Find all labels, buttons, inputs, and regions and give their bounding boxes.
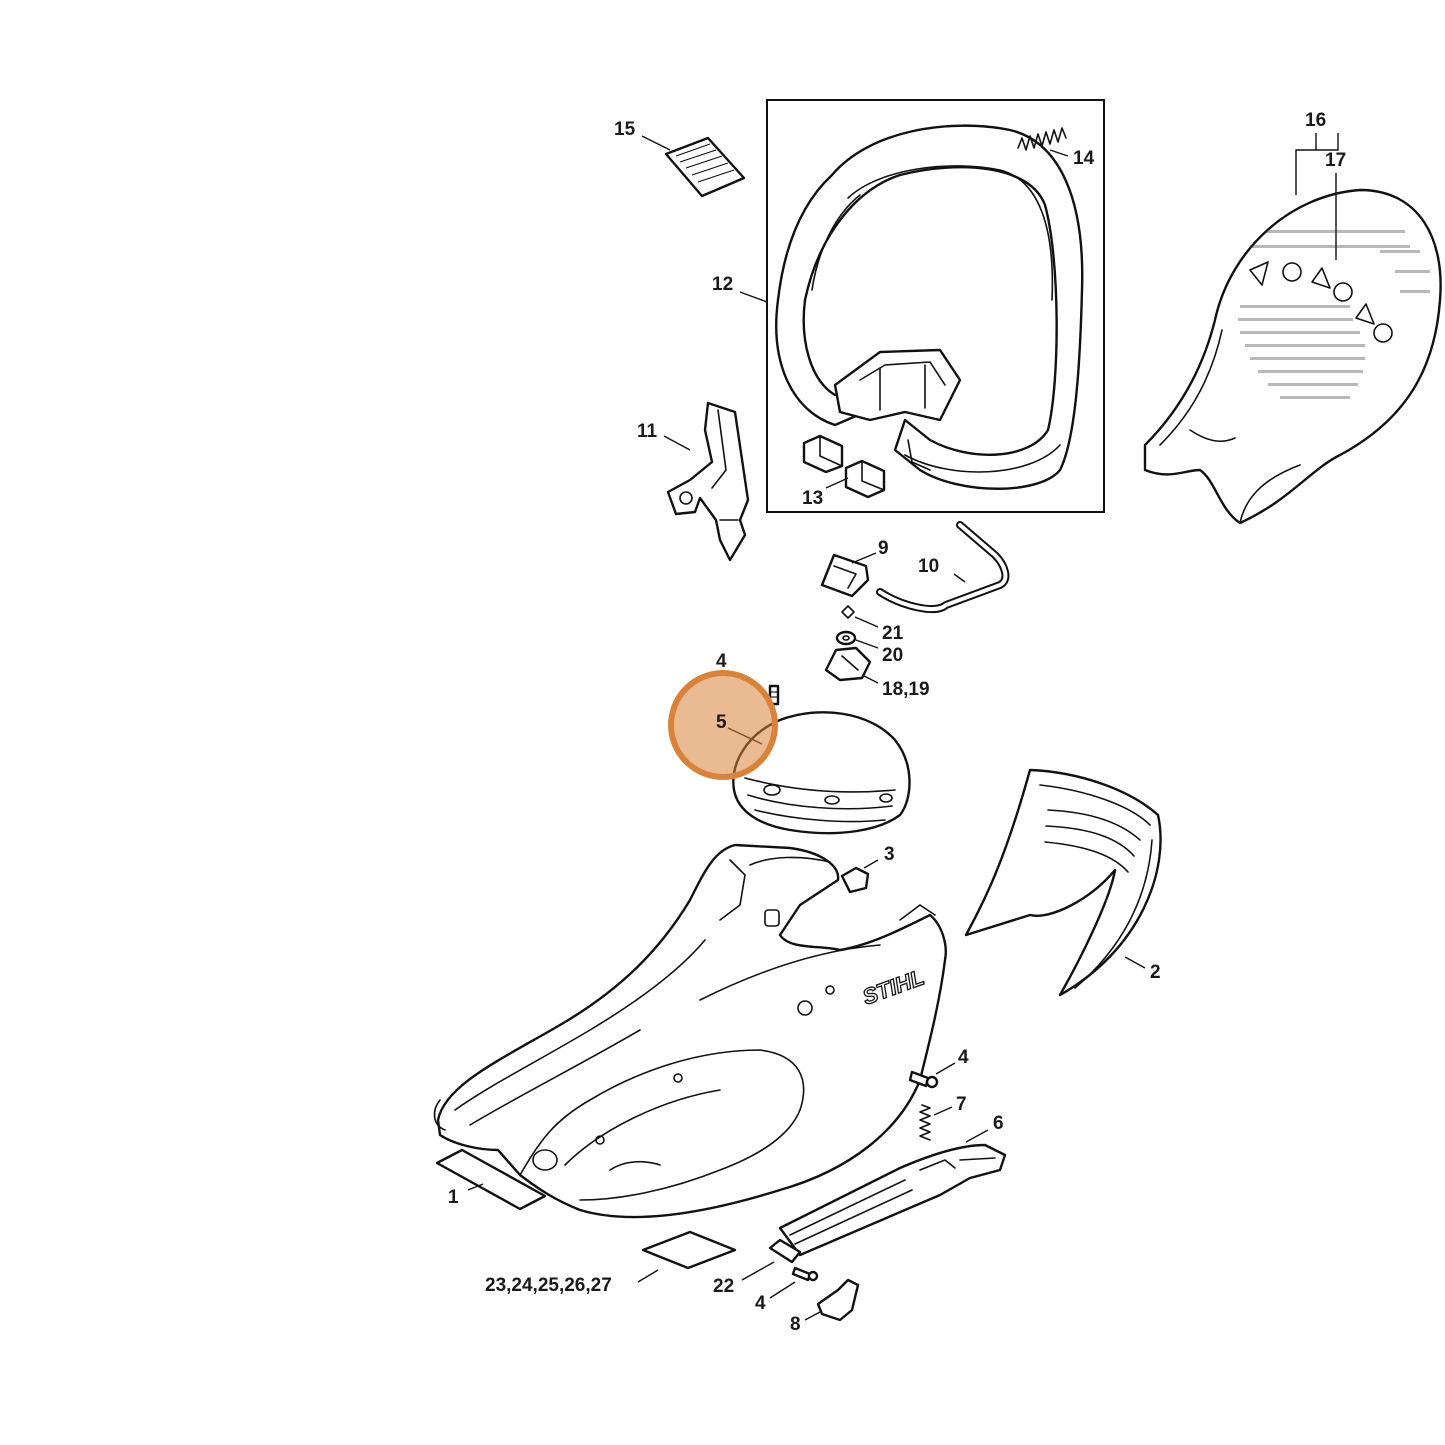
callout-1: 1: [448, 1187, 459, 1208]
label-plate-23-27: [641, 1230, 737, 1270]
callout-18-19: 18,19: [882, 679, 930, 700]
part-12-front-handle: [775, 124, 1084, 490]
callout-5-highlight: [668, 670, 778, 780]
handle-assembly-box: [766, 99, 1105, 513]
callout-5: 5: [716, 712, 727, 733]
vent-dot-pattern: [1238, 230, 1430, 399]
part-2-rear-cover: [964, 768, 1162, 997]
callout-20: 20: [882, 645, 903, 666]
callout-10: 10: [918, 556, 939, 577]
part-4-screw-top: [768, 684, 780, 706]
callout-9: 9: [878, 538, 889, 559]
callout-22: 22: [713, 1276, 734, 1297]
callout-4-top: 4: [716, 651, 727, 672]
callout-14: 14: [1073, 148, 1095, 169]
part-21-clip: [841, 605, 855, 619]
callout-12: 12: [712, 274, 733, 295]
part-10-wire-bar: [876, 521, 1010, 613]
callout-15: 15: [614, 119, 636, 140]
leader-lines: [467, 133, 1339, 1321]
callout-2: 2: [1150, 962, 1161, 983]
part-22-bearing: [768, 1238, 802, 1264]
callout-8: 8: [790, 1314, 801, 1335]
part-11-bracket: [666, 401, 750, 562]
callout-7: 7: [956, 1094, 967, 1115]
part-15-label-plate: [664, 136, 746, 198]
callout-11: 11: [637, 421, 658, 442]
part-7-spring: [919, 1104, 931, 1141]
callout-16: 16: [1305, 110, 1326, 131]
callout-21: 21: [882, 623, 904, 644]
part-18-19-knob: [824, 646, 872, 682]
part-20-washer: [835, 630, 857, 646]
part-4-screw-mid: [908, 1070, 939, 1089]
callout-13: 13: [802, 488, 823, 509]
callout-23-27: 23,24,25,26,27: [485, 1275, 612, 1296]
part-8-lock-button: [816, 1278, 860, 1322]
callout-4-mid: 4: [958, 1047, 969, 1068]
part-3-knob: [840, 866, 870, 894]
part-17-warning-label: [1238, 230, 1430, 399]
part-13-dampers: [802, 434, 886, 499]
callout-3: 3: [884, 844, 895, 865]
label-plate-1: [435, 1148, 547, 1211]
part-14-spring: [1017, 127, 1067, 151]
part-1-main-housing: STIHL: [433, 843, 947, 1219]
part-4-screw-bottom: [791, 1266, 819, 1282]
part-9-latch: [820, 553, 870, 598]
part-16-cover-shroud: [1143, 188, 1442, 525]
callout-6: 6: [993, 1113, 1004, 1134]
callout-17: 17: [1325, 150, 1346, 171]
part-6-switch-lever: [778, 1143, 1007, 1257]
callout-4-bottom: 4: [755, 1293, 766, 1314]
callouts: 15 12 14 13 16 17 11 9 10 21 20 18,19 4 …: [448, 110, 1346, 1335]
